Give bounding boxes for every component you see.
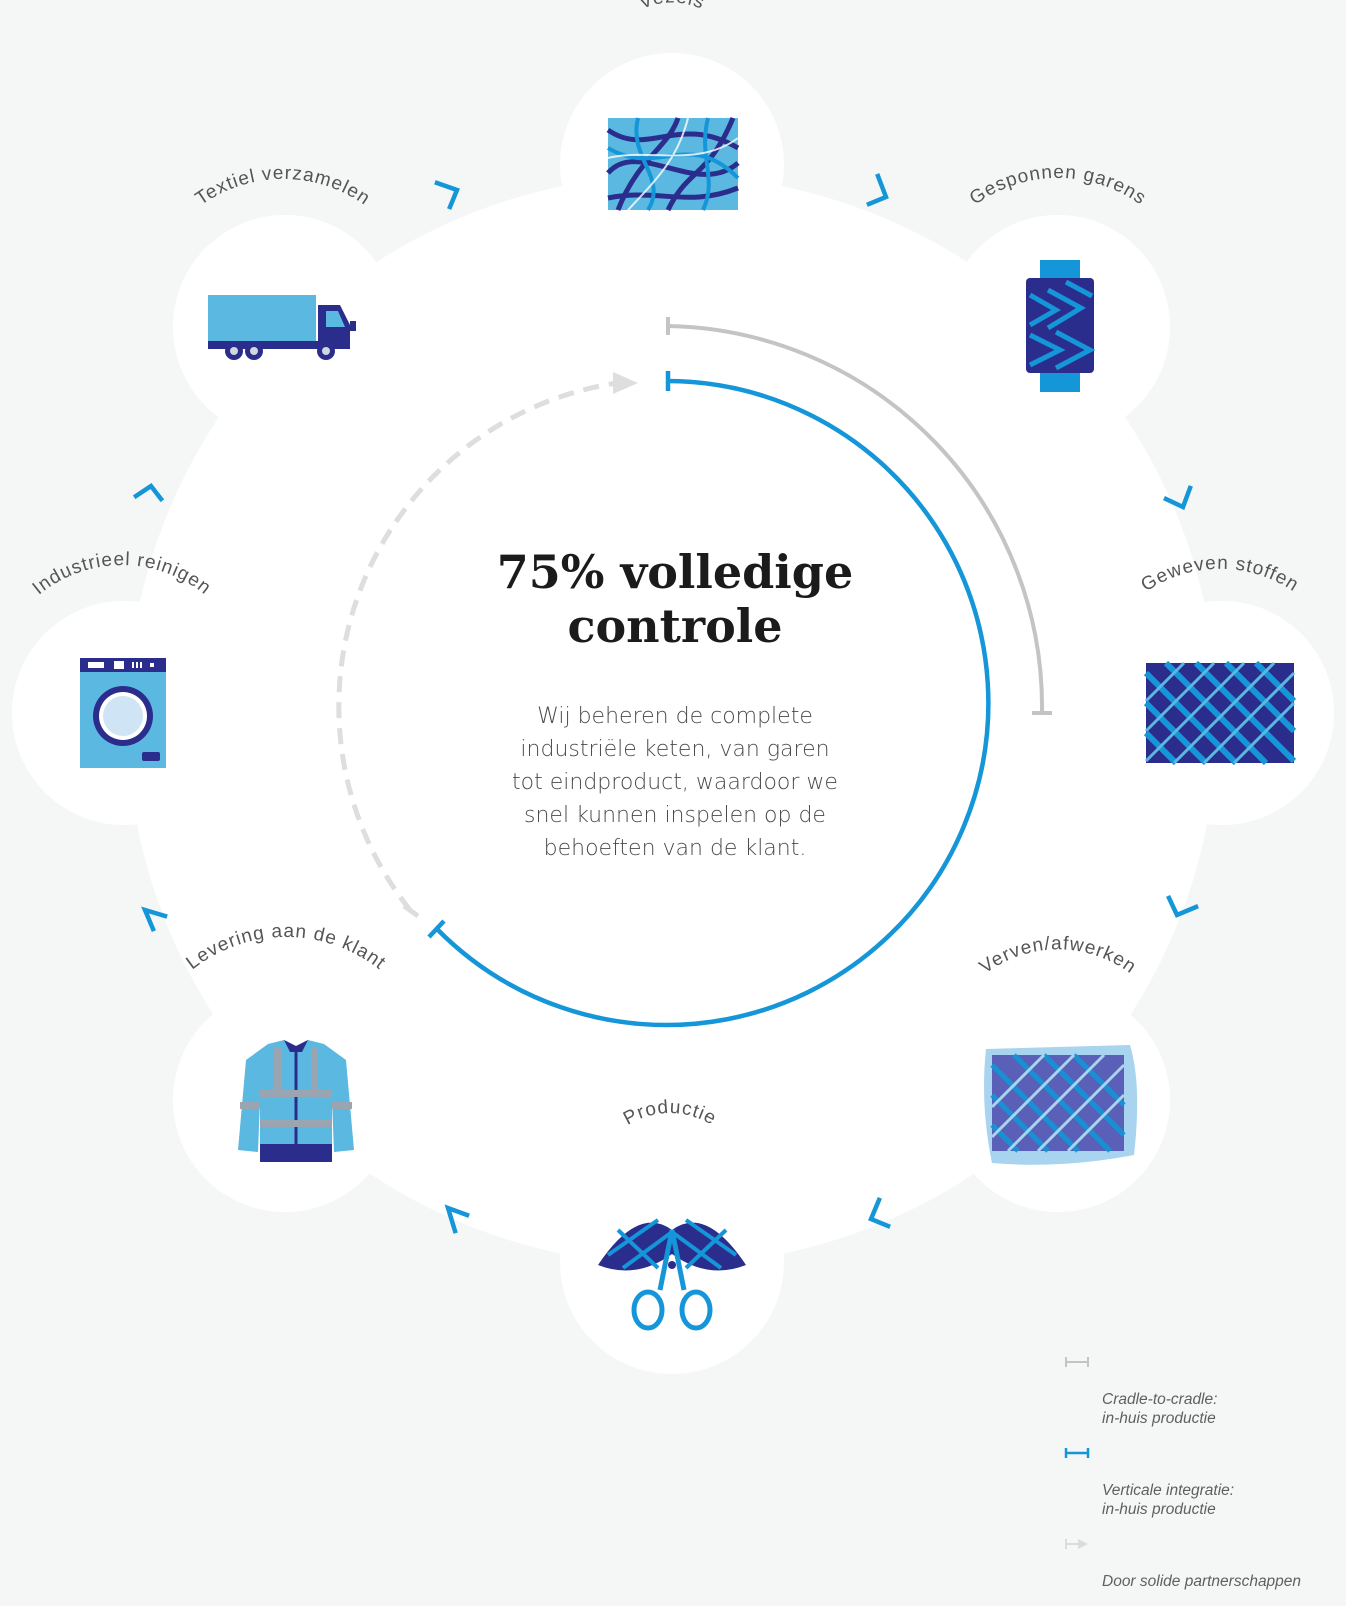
chevron-icon [132,482,165,503]
dyed-fabric-icon [984,1045,1138,1165]
scissors-fabric-icon [598,1218,746,1331]
chevron-icon [1166,895,1199,918]
blue-bracket-icon [1064,1448,1090,1458]
fibers-icon [606,117,740,212]
legend-item-partnership: Door solide partnerschappen [1064,1534,1346,1591]
partnership-dashed-arc [336,380,618,912]
chevron-icon [866,173,889,207]
arrowhead-icon [613,372,638,394]
stage-label-collecting: Textiel verzamelen [192,163,374,210]
dashed-arrow-icon [1065,1539,1088,1549]
supply-chain-diagram: Vezels Gesponnen garens Geweven stoffen … [28,0,1302,1331]
washing-machine-icon [80,658,166,768]
grey-bracket-icon [1065,1357,1089,1367]
chevron-icon [141,906,168,932]
truck-icon [208,295,356,360]
cradle-to-cradle-arc [666,324,1045,714]
legend-label: Verticale integratie: in-huis productie [1102,1482,1235,1518]
vertical-integration-arc [435,378,991,1028]
stage-label-spun-yarns: Gesponnen garens [966,162,1150,209]
yarn-spool-icon [1026,260,1096,392]
center-description: Wij beheren de complete industriële kete… [512,704,838,861]
chevron-icon [444,1204,470,1234]
jacket-icon [238,1040,354,1162]
stage-label-fibers: Vezels [636,0,707,14]
legend-label: Cradle-to-cradle: in-huis productie [1102,1391,1218,1427]
legend-label: Door solide partnerschappen [1102,1573,1302,1590]
chevron-icon [434,180,460,210]
legend: Cradle-to-cradle: in-huis productie Vert… [1064,1352,1346,1606]
legend-item-cradle: Cradle-to-cradle: in-huis productie [1064,1352,1346,1428]
woven-fabric-icon [1143,660,1297,766]
center-title: 75% volledige controle [496,545,854,653]
legend-item-vertical: Verticale integratie: in-huis productie [1064,1443,1346,1519]
chevron-icon [1163,485,1193,511]
chevron-icon [868,1197,891,1229]
